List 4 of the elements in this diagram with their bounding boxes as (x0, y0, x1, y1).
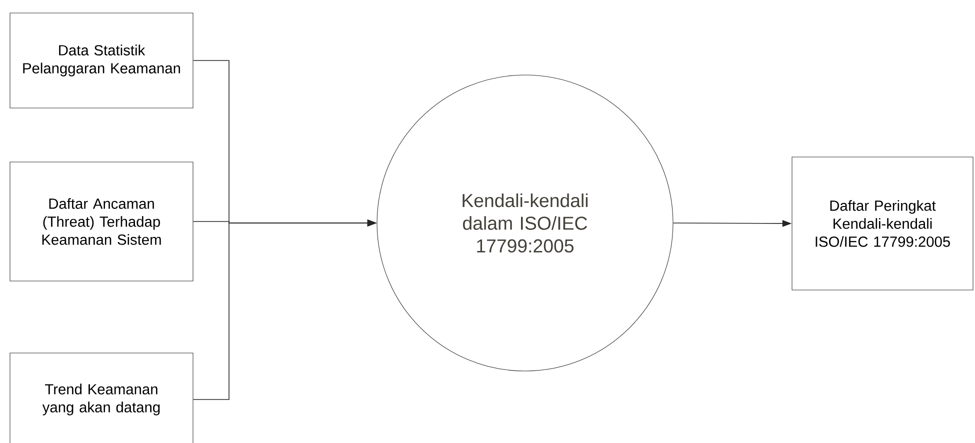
data-box: Data Statistik Pelanggaran Keamanan (10, 12, 194, 108)
data-box: Daftar Ancaman (Threat) Terhadap Keamanan Sistem (10, 162, 194, 282)
data-box: Daftar Peringkat Kendali-kendali ISO/IEC 17799:2005 (792, 156, 974, 290)
data-box: Trend Keamanan yang akan datang (10, 352, 194, 443)
